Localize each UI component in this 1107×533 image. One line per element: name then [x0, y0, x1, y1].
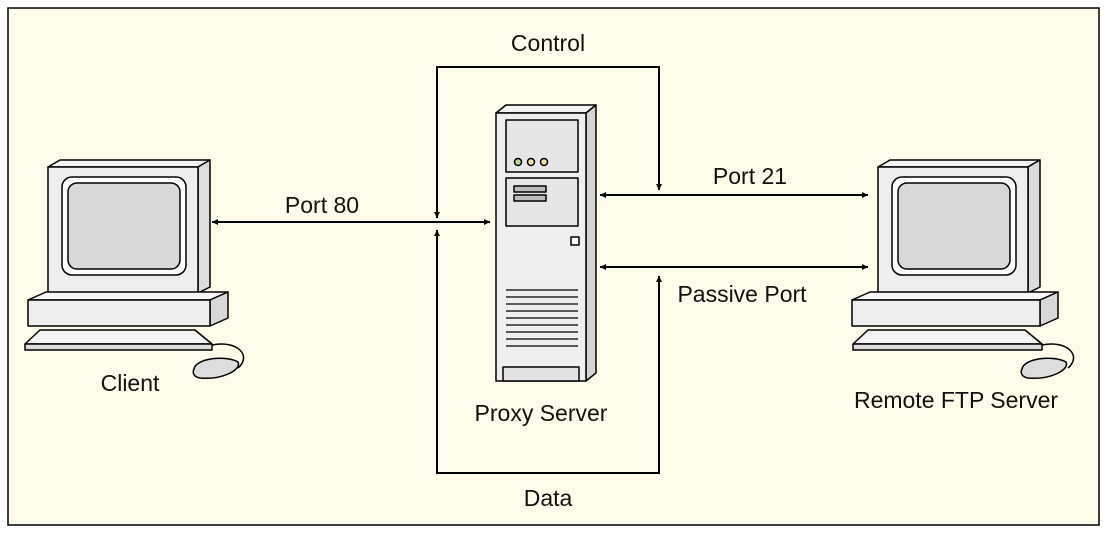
control-label: Control — [511, 30, 585, 56]
proxy-server-label: Proxy Server — [475, 400, 608, 426]
connectors — [212, 66, 868, 474]
control-path — [434, 66, 662, 218]
data-path — [434, 230, 662, 474]
port-80-label: Port 80 — [285, 192, 359, 218]
data-label: Data — [524, 485, 573, 511]
proxy-server-icon — [495, 104, 597, 382]
passive-port-label: Passive Port — [677, 281, 807, 307]
port-21-label: Port 21 — [713, 163, 787, 189]
client-computer-icon — [24, 159, 245, 379]
client-label: Client — [101, 370, 160, 396]
remote-ftp-server-label: Remote FTP Server — [854, 387, 1058, 413]
remote-ftp-server-icon — [851, 159, 1075, 379]
